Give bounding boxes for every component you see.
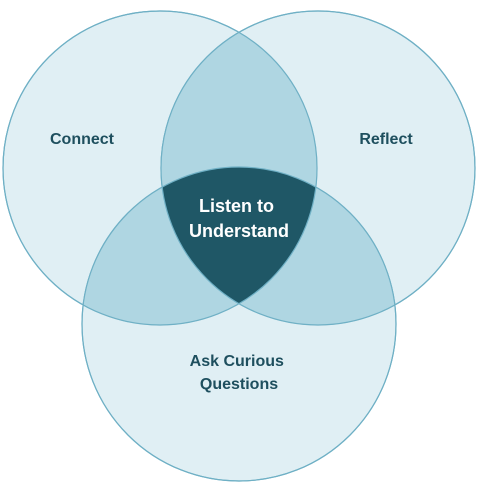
outline-ask-curious-questions bbox=[81, 166, 397, 482]
label-connect: Connect bbox=[50, 131, 115, 148]
label-listen-to-understand: Listen to Understand bbox=[189, 196, 289, 241]
label-ask-line-1: Ask Curious bbox=[190, 353, 284, 370]
label-center-line-2: Understand bbox=[189, 221, 289, 241]
label-ask-line-2: Questions bbox=[200, 376, 278, 393]
outline-connect bbox=[2, 10, 318, 326]
label-reflect: Reflect bbox=[359, 131, 413, 148]
label-center-line-1: Listen to bbox=[199, 196, 274, 216]
outline-reflect bbox=[160, 10, 476, 326]
label-ask-curious-questions: Ask Curious Questions bbox=[190, 353, 289, 393]
